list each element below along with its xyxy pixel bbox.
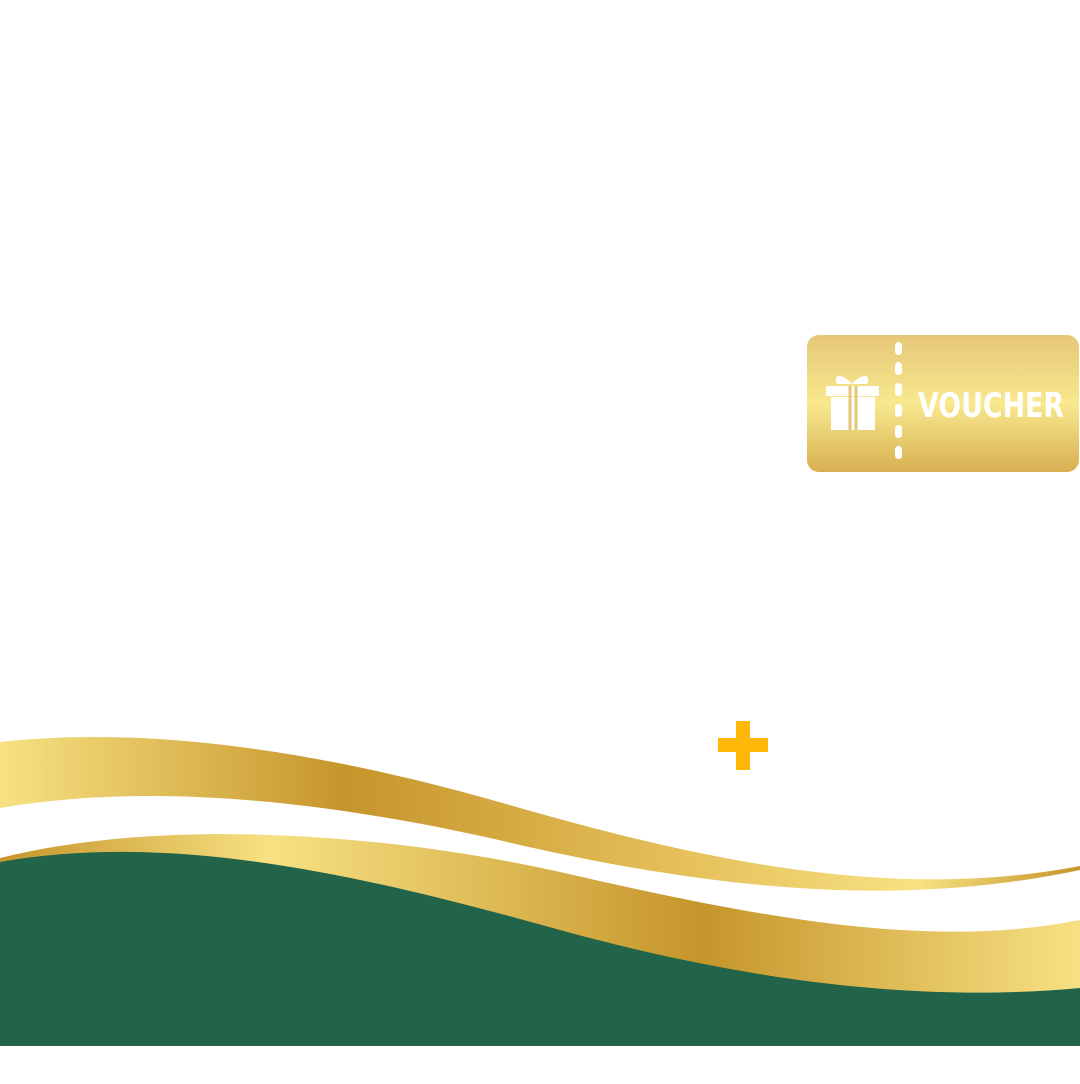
gift-icon bbox=[826, 376, 879, 430]
green-wave bbox=[0, 840, 1080, 1046]
gold-ribbon-lower bbox=[0, 834, 1080, 993]
dashed-divider bbox=[895, 342, 902, 459]
plus-icon bbox=[718, 721, 768, 770]
voucher-ticket: VOUCHER bbox=[807, 335, 1079, 472]
voucher-label: VOUCHER bbox=[918, 386, 1064, 426]
gift-ribbon bbox=[848, 386, 858, 430]
gold-ribbon-upper bbox=[0, 736, 1080, 891]
